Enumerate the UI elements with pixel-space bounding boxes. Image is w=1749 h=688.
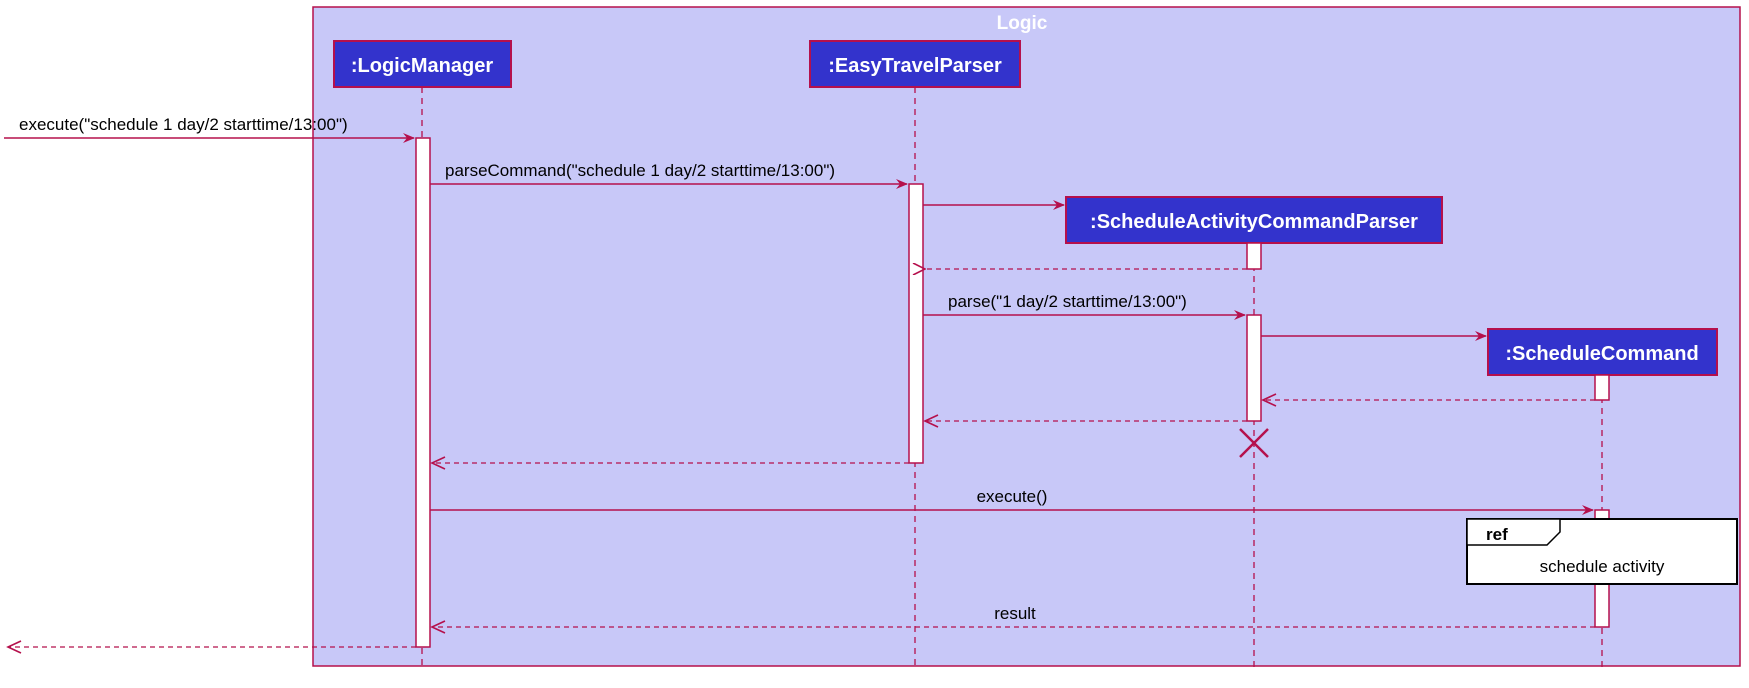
schedule-command-activation-1 xyxy=(1594,374,1610,401)
message-parse: parse("1 day/2 starttime/13:00") xyxy=(923,292,1246,320)
participant-logic-manager: :LogicManager xyxy=(333,40,512,88)
execute-call-label: execute() xyxy=(977,487,1048,506)
schedule-command-label: :ScheduleCommand xyxy=(1505,343,1698,365)
execute-input-label: execute("schedule 1 day/2 starttime/13:0… xyxy=(19,115,348,134)
message-return-parse-command xyxy=(430,456,909,470)
message-execute-call: execute() xyxy=(430,487,1594,515)
ref-tag: ref xyxy=(1486,525,1508,544)
schedule-activity-command-parser-label: :ScheduleActivityCommandParser xyxy=(1090,211,1418,233)
parse-label: parse("1 day/2 starttime/13:00") xyxy=(948,292,1187,311)
ref-text: schedule activity xyxy=(1540,557,1665,576)
message-result: result xyxy=(430,604,1595,634)
logic-frame-title: Logic xyxy=(997,13,1048,34)
logic-manager-activation xyxy=(415,137,431,648)
message-return-parse xyxy=(923,414,1247,428)
participant-easy-travel-parser: :EasyTravelParser xyxy=(809,40,1021,88)
message-execute-input: execute("schedule 1 day/2 starttime/13:0… xyxy=(4,115,415,143)
message-return-schedule-command xyxy=(1261,393,1595,407)
message-return-output xyxy=(6,640,416,654)
message-parse-command: parseCommand("schedule 1 day/2 starttime… xyxy=(430,161,908,189)
easy-travel-parser-label: :EasyTravelParser xyxy=(828,55,1002,77)
activity-parser-activation-2 xyxy=(1246,314,1262,422)
result-label: result xyxy=(994,604,1036,623)
participant-schedule-activity-command-parser: :ScheduleActivityCommandParser xyxy=(1065,196,1443,244)
parse-command-label: parseCommand("schedule 1 day/2 starttime… xyxy=(445,161,835,180)
activity-parser-activation-1 xyxy=(1246,242,1262,270)
parser-activation xyxy=(908,183,924,464)
participant-schedule-command: :ScheduleCommand xyxy=(1487,328,1718,376)
logic-manager-label: :LogicManager xyxy=(351,55,493,77)
ref-frame: ref schedule activity xyxy=(1466,518,1738,585)
destroy-marker xyxy=(1239,428,1269,458)
